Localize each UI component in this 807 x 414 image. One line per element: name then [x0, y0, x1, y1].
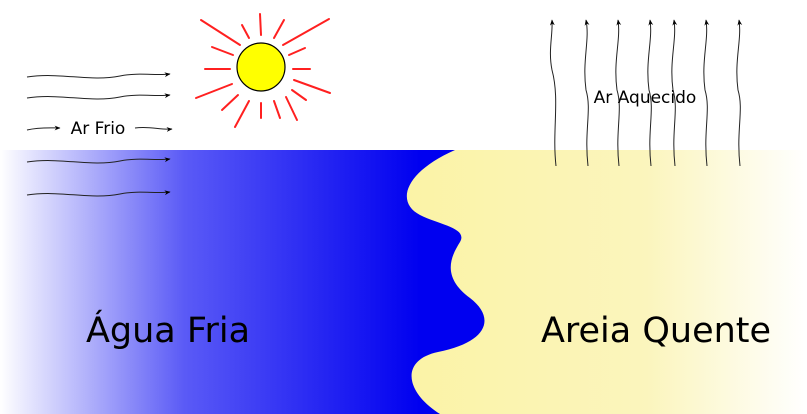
- cold-air-arrows: [26, 72, 173, 197]
- hot-sand-area: [406, 150, 807, 414]
- cold-air-arrow: [134, 126, 173, 132]
- sun-rays: [195, 13, 331, 128]
- heated-air-arrow: [615, 19, 622, 167]
- cold-water-label: Água Fria: [86, 309, 250, 351]
- heated-air-label: Ar Aquecido: [594, 88, 697, 108]
- cold-air-arrow: [26, 190, 171, 197]
- heated-air-arrow: [647, 19, 654, 167]
- heated-air-arrow: [703, 19, 710, 167]
- sun-disc: [236, 42, 286, 92]
- hot-sand-label: Areia Quente: [541, 311, 771, 351]
- heated-air-arrow: [549, 19, 557, 167]
- cold-air-label: Ar Frio: [71, 119, 126, 139]
- heated-air-arrow: [584, 19, 590, 167]
- heated-air-arrow: [736, 19, 743, 167]
- heated-air-arrow: [671, 19, 678, 167]
- cold-air-arrow: [26, 157, 171, 164]
- sun-icon: [195, 13, 331, 128]
- heated-air-arrows: [549, 19, 743, 167]
- cold-air-arrow: [26, 125, 61, 131]
- cold-air-arrow: [26, 72, 171, 79]
- cold-air-arrow: [26, 93, 171, 100]
